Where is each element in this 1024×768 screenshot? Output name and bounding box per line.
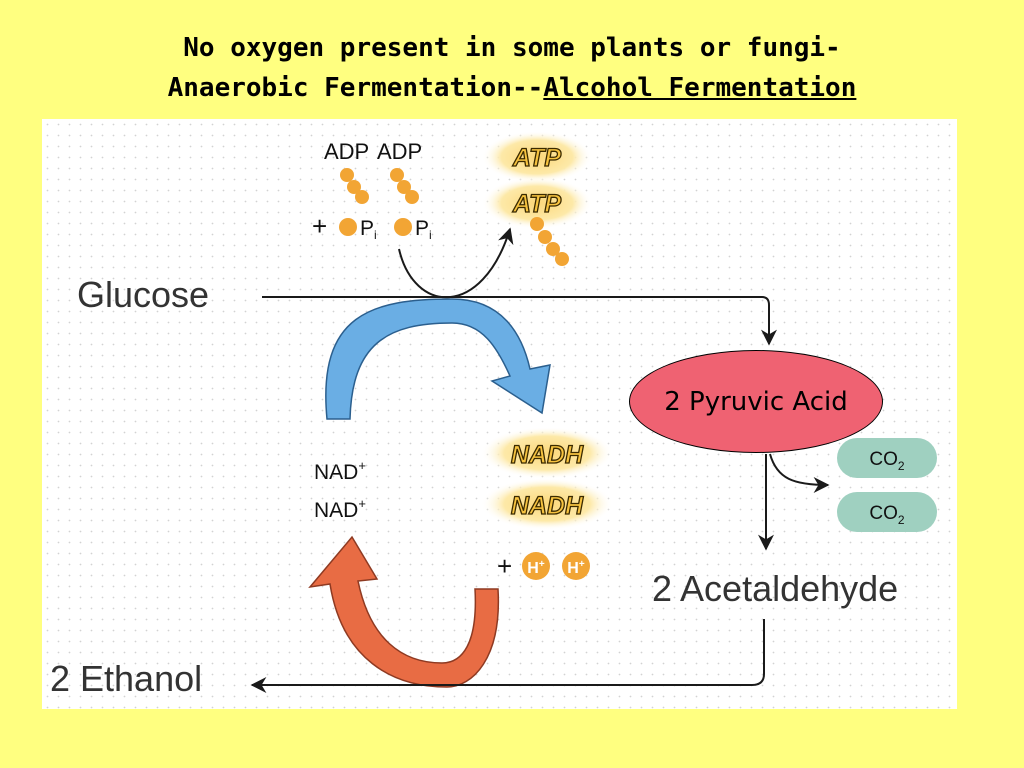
red-curved-arrow bbox=[308, 535, 500, 688]
nad-label-2: NAD+ bbox=[314, 496, 366, 522]
co2-text-1: CO bbox=[869, 449, 898, 470]
atp-glow-2 bbox=[482, 177, 592, 229]
hydrogen-ion-2 bbox=[562, 552, 590, 580]
pyruvic-acid-oval: 2 Pyruvic Acid bbox=[629, 350, 883, 453]
nadh-label-1: NADH bbox=[511, 441, 584, 469]
h-label-2: H+ bbox=[567, 559, 585, 577]
atp-label-1: ATP bbox=[512, 144, 561, 172]
co2-text-2: CO bbox=[869, 503, 898, 524]
h-text-2: H bbox=[567, 560, 579, 577]
title-underlined: Alcohol Fermentation bbox=[543, 73, 857, 103]
acetaldehyde-label: 2 Acetaldehyde bbox=[652, 568, 898, 609]
nadh-label-2: NADH bbox=[511, 492, 584, 520]
h-text-1: H bbox=[527, 560, 539, 577]
co2-sub-2: 2 bbox=[898, 513, 905, 527]
co2-label-2: CO2 bbox=[869, 503, 905, 527]
ethanol-label: 2 Ethanol bbox=[50, 658, 202, 699]
glucose-label: Glucose bbox=[77, 274, 209, 315]
adp-label-2: ADP bbox=[377, 139, 422, 164]
adp-label-1: ADP bbox=[324, 139, 369, 164]
pi-label-1: Pi bbox=[360, 217, 377, 242]
nad-text-1: NAD bbox=[314, 461, 358, 484]
nadh-glow-1 bbox=[481, 427, 613, 479]
nadh-glow-2 bbox=[481, 478, 613, 530]
title-line-1: No oxygen present in some plants or fung… bbox=[183, 33, 841, 63]
adp-phosphate-chain-2 bbox=[390, 168, 419, 204]
hydrogen-ion-1 bbox=[522, 552, 550, 580]
title-prefix: Anaerobic Fermentation-- bbox=[167, 73, 544, 103]
slide-title: No oxygen present in some plants or fung… bbox=[0, 28, 1024, 108]
plus-sign-2: + bbox=[497, 551, 512, 581]
adp-phosphate-chain-1 bbox=[340, 168, 369, 204]
co2-blob-2 bbox=[837, 492, 937, 532]
atp-glow-1 bbox=[482, 131, 592, 183]
co2-sub-1: 2 bbox=[898, 459, 905, 473]
pi-sub-1: i bbox=[374, 228, 377, 242]
pi-label-2: Pi bbox=[415, 217, 432, 242]
atp-label-2: ATP bbox=[512, 190, 561, 218]
pi-p-2: P bbox=[415, 217, 429, 240]
nad-plus-2: + bbox=[358, 496, 366, 511]
acetaldehyde-to-ethanol-arrow bbox=[250, 619, 765, 693]
pi-p-1: P bbox=[360, 217, 374, 240]
nad-label-1: NAD+ bbox=[314, 458, 366, 484]
pi-sub-2: i bbox=[429, 228, 432, 242]
co2-blob-1 bbox=[837, 438, 937, 478]
nad-text-2: NAD bbox=[314, 499, 358, 522]
diagram-panel: ADP ADP + Pi Pi ATP ATP bbox=[42, 119, 957, 709]
h-plus-1: + bbox=[539, 559, 545, 570]
h-plus-2: + bbox=[579, 559, 585, 570]
phosphate-2 bbox=[394, 218, 412, 236]
pyruvic-to-co2-arrow bbox=[769, 453, 830, 493]
pyruvic-acid-label: 2 Pyruvic Acid bbox=[664, 386, 848, 417]
glucose-to-pyruvic-arrow bbox=[262, 296, 777, 346]
title-line-2: Anaerobic Fermentation--Alcohol Fermenta… bbox=[0, 68, 1024, 108]
atp-phosphate-chain bbox=[530, 217, 569, 266]
phosphate-1 bbox=[339, 218, 357, 236]
h-label-1: H+ bbox=[527, 559, 545, 577]
blue-curved-arrow bbox=[325, 298, 551, 420]
plus-sign-1: + bbox=[312, 211, 327, 241]
co2-label-1: CO2 bbox=[869, 449, 905, 473]
nad-plus-1: + bbox=[358, 458, 366, 473]
